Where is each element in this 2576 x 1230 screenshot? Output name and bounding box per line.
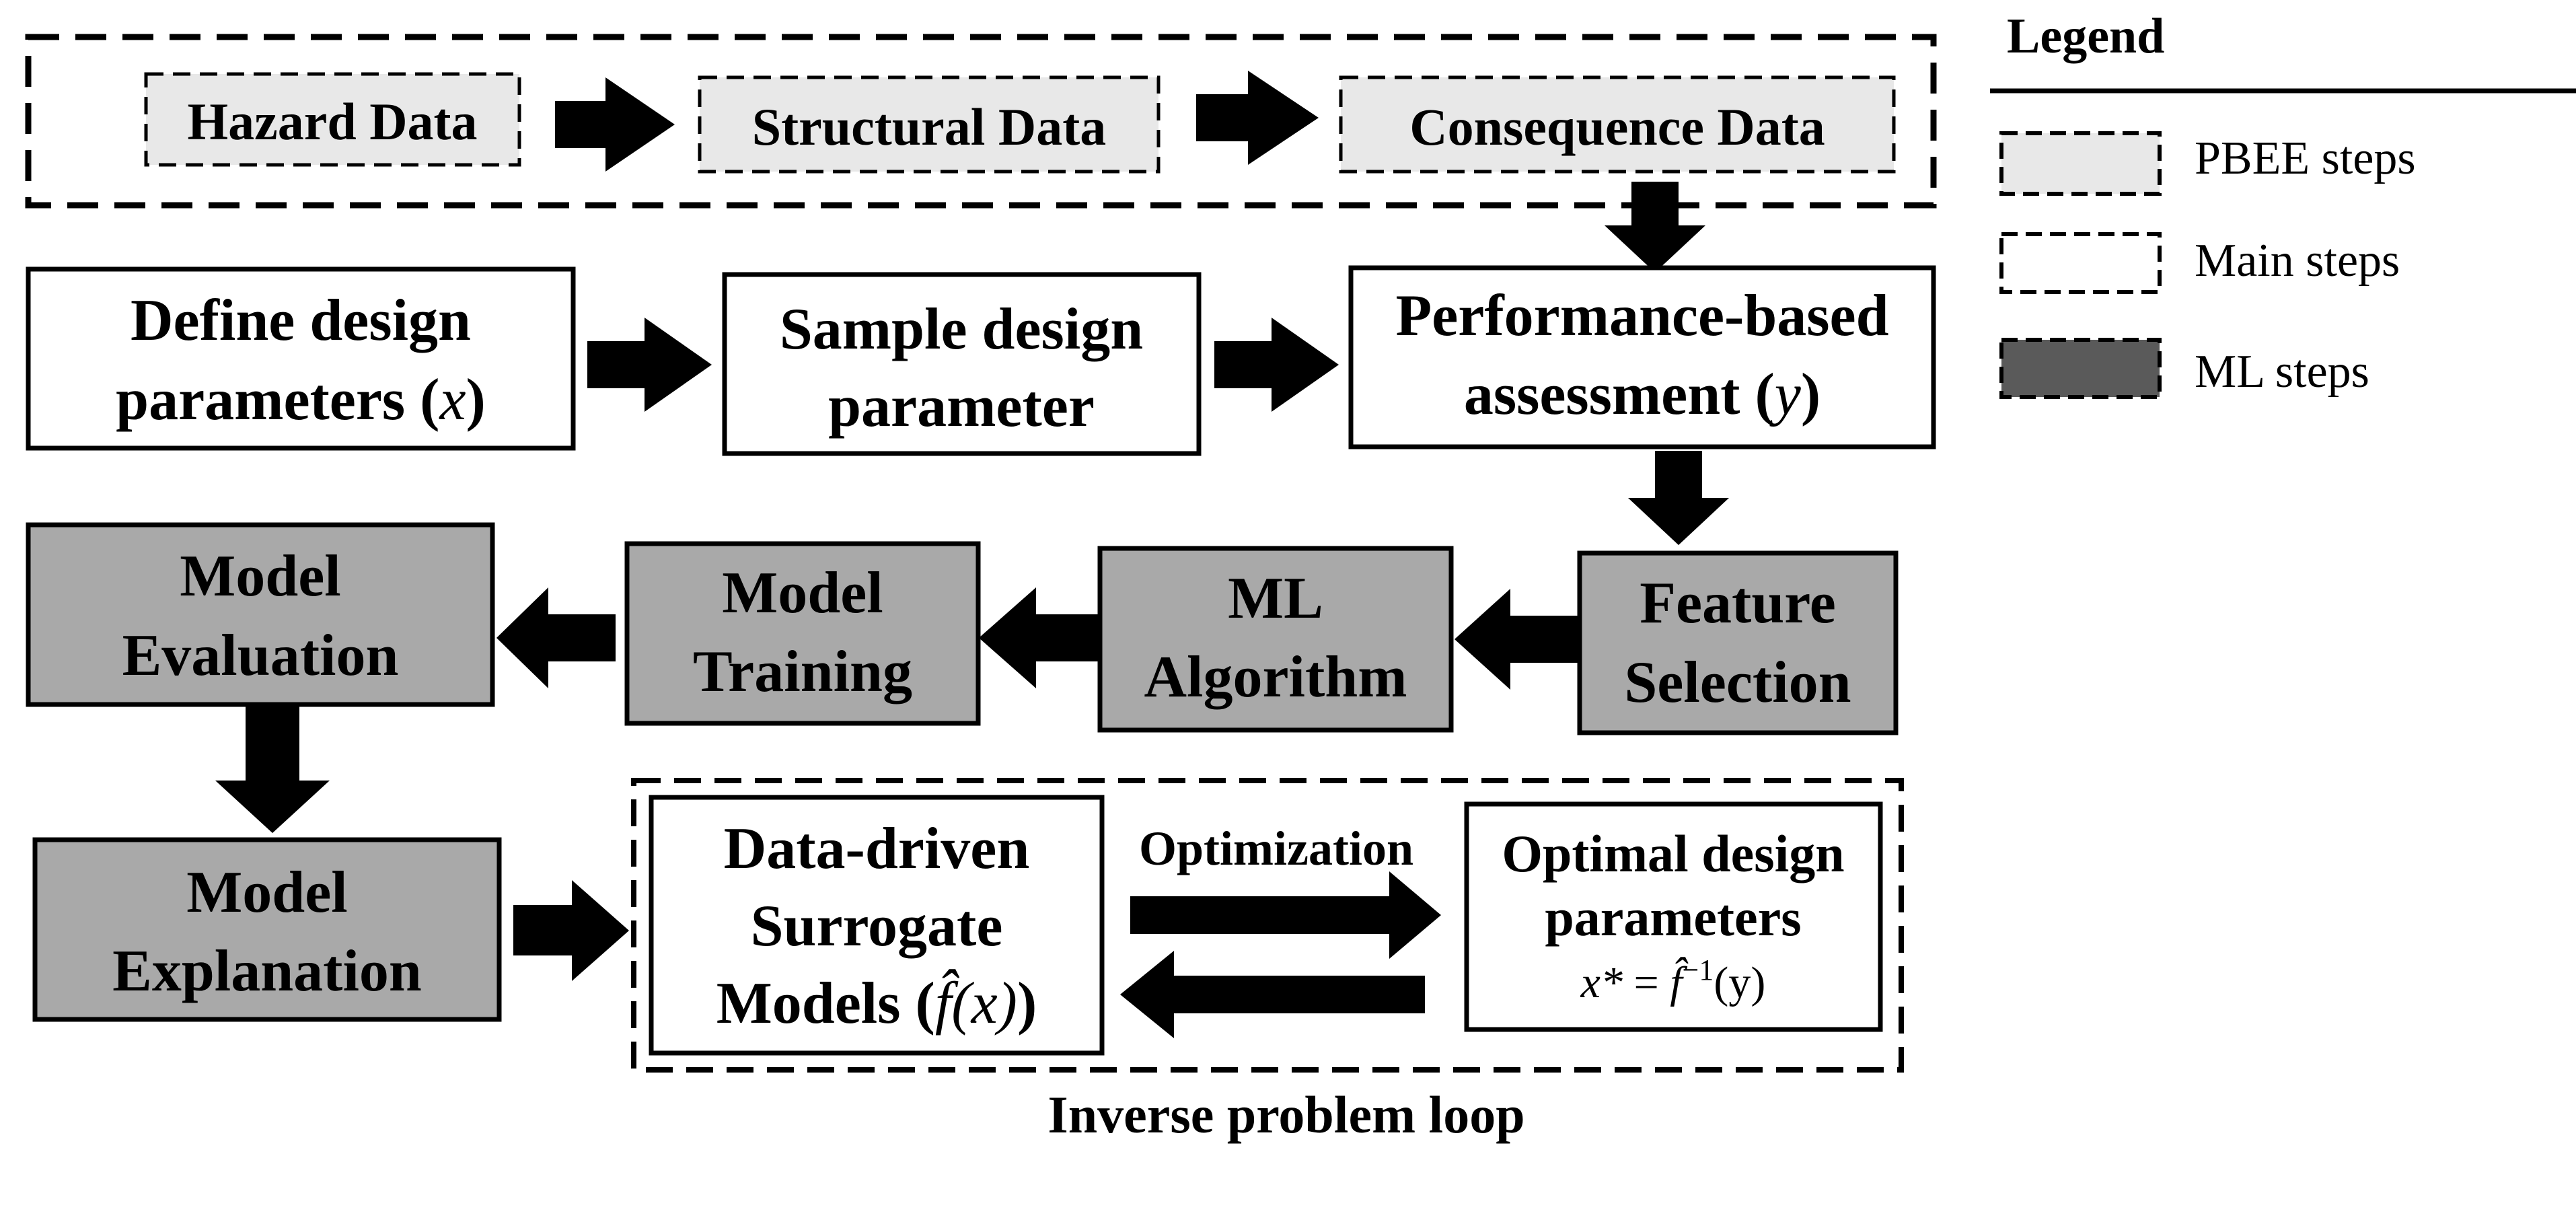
sample-design-line2: parameter bbox=[828, 374, 1095, 439]
arrow-sample-to-performance bbox=[1214, 318, 1339, 412]
surrogate-model-box: Data-driven Surrogate Models (f̂(x)) bbox=[649, 795, 1105, 1056]
arrow-consequence-to-performance bbox=[1605, 182, 1705, 273]
define-design-line2-post: ) bbox=[466, 367, 486, 433]
define-design-var: x bbox=[438, 367, 466, 433]
legend-swatch-main bbox=[1999, 232, 2162, 294]
optimal-line1: Optimal design bbox=[1502, 824, 1844, 883]
surrogate-line3-pre: Models ( bbox=[716, 971, 935, 1036]
arrow-hazard-to-structural bbox=[555, 77, 675, 172]
surrogate-func: f̂(x) bbox=[935, 968, 1017, 1036]
model-evaluation-line1: Model bbox=[180, 544, 341, 609]
ml-algorithm-line2: Algorithm bbox=[1144, 645, 1407, 710]
model-explanation-line2: Explanation bbox=[112, 939, 422, 1004]
model-explanation-box: Model Explanation bbox=[32, 837, 502, 1022]
sample-design-line1: Sample design bbox=[780, 297, 1143, 362]
surrogate-line3-post: ) bbox=[1017, 971, 1037, 1036]
optimal-formula-eq: = bbox=[1623, 958, 1670, 1007]
consequence-data-label: Consequence Data bbox=[1409, 98, 1825, 156]
legend-item-main: Main steps bbox=[1999, 232, 2400, 294]
performance-line2-pre: assessment ( bbox=[1464, 362, 1775, 427]
structural-data-label: Structural Data bbox=[752, 98, 1106, 156]
performance-var: y bbox=[1769, 362, 1802, 427]
define-design-line2: parameters (x) bbox=[116, 367, 486, 433]
surrogate-line3: Models (f̂(x)) bbox=[716, 968, 1037, 1036]
legend-swatch-pbee bbox=[1999, 131, 2162, 196]
inverse-loop-border bbox=[631, 778, 1904, 1073]
consequence-data-box: Consequence Data bbox=[1339, 75, 1896, 174]
arrow-training-to-evaluation bbox=[496, 587, 616, 688]
optimal-formula: x* = f̂−1(y) bbox=[1580, 953, 1766, 1007]
model-evaluation-box: Model Evaluation bbox=[26, 522, 495, 707]
legend-item-pbee: PBEE steps bbox=[1999, 131, 2416, 196]
arrow-evaluation-to-explanation bbox=[215, 707, 330, 833]
define-design-box: Define design parameters (x) bbox=[26, 266, 576, 451]
feature-selection-line1: Feature bbox=[1640, 571, 1836, 636]
performance-line2-post: ) bbox=[1801, 362, 1820, 427]
arrow-performance-to-feature bbox=[1628, 451, 1729, 545]
ml-algorithm-box: ML Algorithm bbox=[1097, 546, 1454, 733]
pbee-group-border bbox=[25, 34, 1937, 209]
arrow-algorithm-to-training bbox=[979, 587, 1100, 688]
optimal-design-box: Optimal design parameters x* = f̂−1(y) bbox=[1464, 801, 1883, 1032]
define-design-line2-pre: parameters ( bbox=[116, 367, 439, 433]
arrow-optimal-to-surrogate bbox=[1120, 951, 1425, 1038]
legend-title: Legend bbox=[2007, 9, 2164, 64]
optimal-line2: parameters bbox=[1545, 888, 1801, 947]
model-training-line2: Training bbox=[693, 639, 912, 704]
arrow-surrogate-to-optimal bbox=[1130, 871, 1441, 959]
model-explanation-line1: Model bbox=[186, 860, 348, 925]
define-design-line1: Define design bbox=[131, 288, 471, 353]
legend-item-ml: ML steps bbox=[1999, 338, 2369, 399]
model-evaluation-line2: Evaluation bbox=[122, 623, 399, 688]
surrogate-line2: Surrogate bbox=[751, 894, 1003, 959]
inverse-loop-caption: Inverse problem loop bbox=[1047, 1085, 1524, 1144]
legend-swatch-ml bbox=[1999, 338, 2162, 399]
optimal-formula-exp: −1 bbox=[1683, 953, 1714, 986]
performance-line2: assessment (y) bbox=[1464, 362, 1820, 427]
model-training-box: Model Training bbox=[624, 541, 981, 726]
feature-selection-box: Feature Selection bbox=[1577, 550, 1899, 735]
ml-algorithm-line1: ML bbox=[1228, 566, 1323, 631]
legend-label-pbee: PBEE steps bbox=[2195, 133, 2416, 184]
legend-label-main: Main steps bbox=[2195, 235, 2400, 287]
legend: Legend PBEE steps Main steps ML steps bbox=[1990, 9, 2576, 399]
performance-line1: Performance-based bbox=[1395, 283, 1888, 349]
hazard-data-label: Hazard Data bbox=[187, 92, 477, 151]
optimal-formula-var: x* bbox=[1580, 958, 1623, 1007]
structural-data-box: Structural Data bbox=[698, 75, 1161, 174]
optimal-formula-arg: (y) bbox=[1714, 958, 1765, 1007]
arrow-define-to-sample bbox=[587, 318, 712, 412]
surrogate-line1: Data-driven bbox=[724, 816, 1030, 881]
arrow-structural-to-consequence bbox=[1196, 71, 1319, 165]
arrow-feature-to-algorithm bbox=[1455, 589, 1578, 690]
sample-design-box: Sample design parameter bbox=[722, 272, 1202, 456]
performance-assessment-box: Performance-based assessment (y) bbox=[1348, 265, 1936, 449]
hazard-data-box: Hazard Data bbox=[144, 72, 521, 167]
model-training-line1: Model bbox=[722, 560, 883, 626]
legend-label-ml: ML steps bbox=[2195, 346, 2369, 398]
feature-selection-line2: Selection bbox=[1624, 650, 1851, 715]
optimization-label: Optimization bbox=[1139, 822, 1413, 875]
arrow-explanation-to-surrogate bbox=[513, 880, 629, 981]
